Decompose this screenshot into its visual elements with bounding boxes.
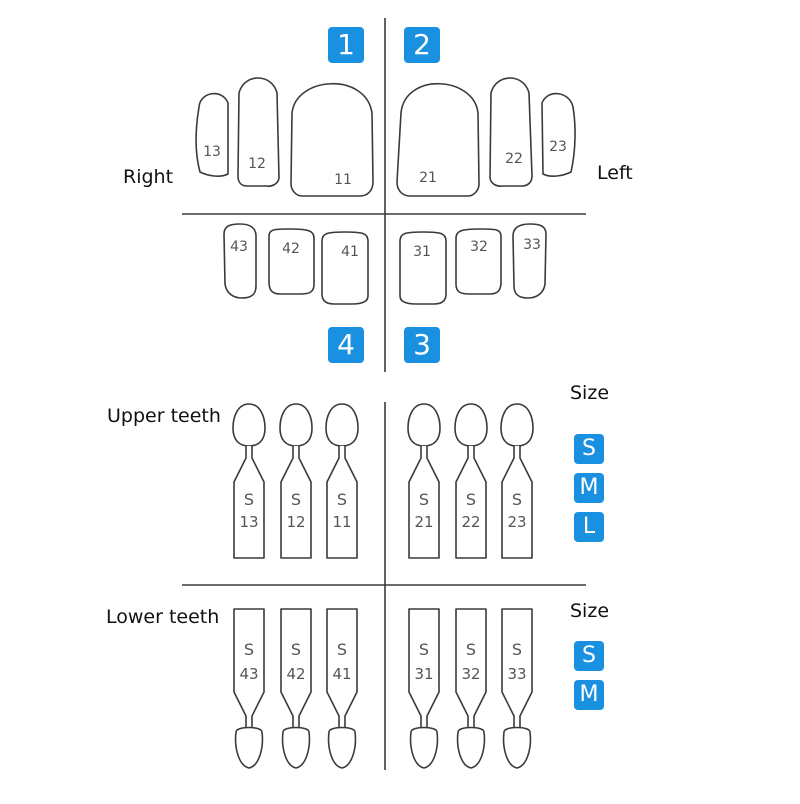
tray-number: 33 xyxy=(507,665,526,683)
tray-number: 32 xyxy=(461,665,480,683)
tooth-42: 42 xyxy=(268,228,315,295)
size-badge-upper-l: L xyxy=(574,512,604,542)
tooth-21: 21 xyxy=(396,83,480,197)
quadrant-badge-3: 3 xyxy=(404,327,440,363)
tray-number: 22 xyxy=(461,513,480,531)
tooth-13: 13 xyxy=(195,92,229,177)
right-side-label: Right xyxy=(123,166,174,188)
lower-tray-33: S 33 xyxy=(501,608,533,769)
tray-size-letter: S xyxy=(466,640,476,659)
size-badge-lower-m: M xyxy=(574,680,604,710)
tooth-22: 22 xyxy=(489,77,533,187)
tooth-label: 12 xyxy=(248,156,266,172)
tray-number: 42 xyxy=(286,665,305,683)
lower-teeth-title: Lower teeth xyxy=(106,606,220,628)
lower-tray-group: S 43 S 42 S 41 S 31 S 32 S 33 xyxy=(233,608,533,769)
upper-teeth-title: Upper teeth xyxy=(107,405,221,427)
tray-number: 12 xyxy=(286,513,305,531)
upper-tray-11: S 11 xyxy=(325,403,359,559)
quadrant-badge-4: 4 xyxy=(328,327,364,363)
tooth-11: 11 xyxy=(290,83,374,197)
tooth-33: 33 xyxy=(512,223,547,299)
tooth-41: 41 xyxy=(321,231,369,305)
upper-tray-13: S 13 xyxy=(232,403,266,559)
lower-tray-41: S 41 xyxy=(326,608,358,769)
lower-tray-43: S 43 xyxy=(233,608,265,769)
tooth-label: 42 xyxy=(282,241,300,257)
upper-size-heading: Size xyxy=(570,382,610,404)
tray-number: 13 xyxy=(239,513,258,531)
tray-size-letter: S xyxy=(291,640,301,659)
tooth-label: 23 xyxy=(549,139,567,155)
tray-size-letter: S xyxy=(337,640,347,659)
lower-tray-32: S 32 xyxy=(455,608,487,769)
tray-size-letter: S xyxy=(419,640,429,659)
tooth-43: 43 xyxy=(223,223,257,299)
upper-tray-21: S 21 xyxy=(407,403,441,559)
size-badge-upper-m: M xyxy=(574,473,604,503)
quadrant-badge-1: 1 xyxy=(328,27,364,63)
tooth-23: 23 xyxy=(541,92,576,177)
tray-size-letter: S xyxy=(244,640,254,659)
tray-size-letter: S xyxy=(244,490,254,509)
tray-number: 31 xyxy=(414,665,433,683)
lower-tray-31: S 31 xyxy=(408,608,440,769)
tooth-label: 32 xyxy=(470,239,488,255)
tooth-label: 41 xyxy=(341,244,359,260)
tooth-label: 13 xyxy=(203,144,221,160)
tooth-label: 33 xyxy=(523,237,541,253)
upper-tray-22: S 22 xyxy=(454,403,488,559)
tooth-12: 12 xyxy=(237,77,280,187)
tooth-label: 21 xyxy=(419,170,437,186)
tray-size-letter: S xyxy=(512,490,522,509)
tooth-label: 43 xyxy=(230,239,248,255)
tooth-31: 31 xyxy=(399,231,447,305)
tray-size-letter: S xyxy=(466,490,476,509)
tooth-label: 31 xyxy=(413,244,431,260)
upper-tray-23: S 23 xyxy=(500,403,534,559)
tray-size-letter: S xyxy=(512,640,522,659)
tray-size-letter: S xyxy=(291,490,301,509)
tray-number: 23 xyxy=(507,513,526,531)
left-side-label: Left xyxy=(597,162,633,184)
tray-number: 43 xyxy=(239,665,258,683)
tray-size-letter: S xyxy=(419,490,429,509)
tray-number: 41 xyxy=(332,665,351,683)
tooth-32: 32 xyxy=(455,228,502,295)
tray-number: 21 xyxy=(414,513,433,531)
lower-tray-42: S 42 xyxy=(280,608,312,769)
upper-tray-group: S 13 S 12 S 11 S 21 S 22 S 23 xyxy=(232,403,534,559)
upper-tray-12: S 12 xyxy=(279,403,313,559)
size-badge-lower-s: S xyxy=(574,641,604,671)
tray-size-letter: S xyxy=(337,490,347,509)
quadrant-badge-2: 2 xyxy=(404,27,440,63)
lower-size-heading: Size xyxy=(570,600,610,622)
tray-number: 11 xyxy=(332,513,351,531)
tooth-label: 22 xyxy=(505,151,523,167)
tooth-label: 11 xyxy=(334,172,352,188)
size-badge-upper-s: S xyxy=(574,434,604,464)
